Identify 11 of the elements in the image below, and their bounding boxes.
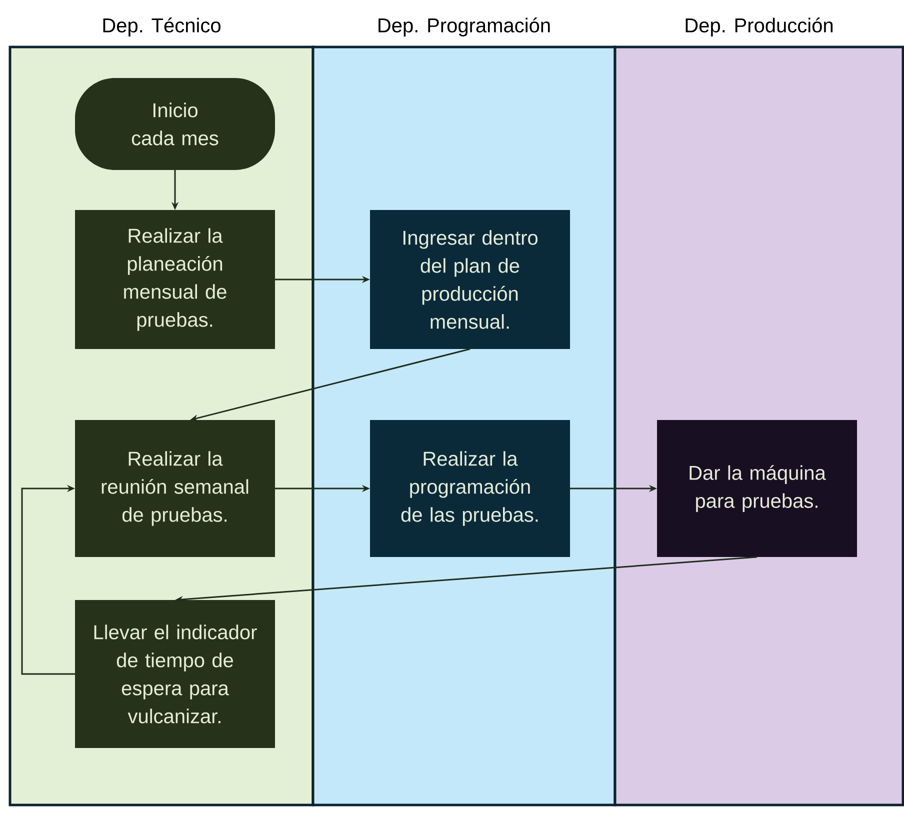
process-box: Realizar la reunión semanal de pruebas.	[75, 420, 275, 557]
arrow	[21, 484, 75, 675]
start-terminal: Inicio cada mes	[75, 78, 275, 170]
process-box: Realizar la planeación mensual de pruebas.	[75, 210, 275, 349]
process-box: Dar la máquina para pruebas.	[657, 420, 857, 557]
process-box: Ingresar dentro del plan de producción mensual.	[370, 210, 570, 349]
node-label: Dep. Producción	[686, 18, 833, 36]
process-box: Realizar la programación de las pruebas.	[370, 420, 570, 557]
node-label: Dep. Técnico	[103, 18, 220, 36]
node-label: Dep. Programación	[378, 18, 550, 36]
process-box: Llevar el indicador de tiempo de espera para vulcanizar.	[75, 600, 275, 748]
